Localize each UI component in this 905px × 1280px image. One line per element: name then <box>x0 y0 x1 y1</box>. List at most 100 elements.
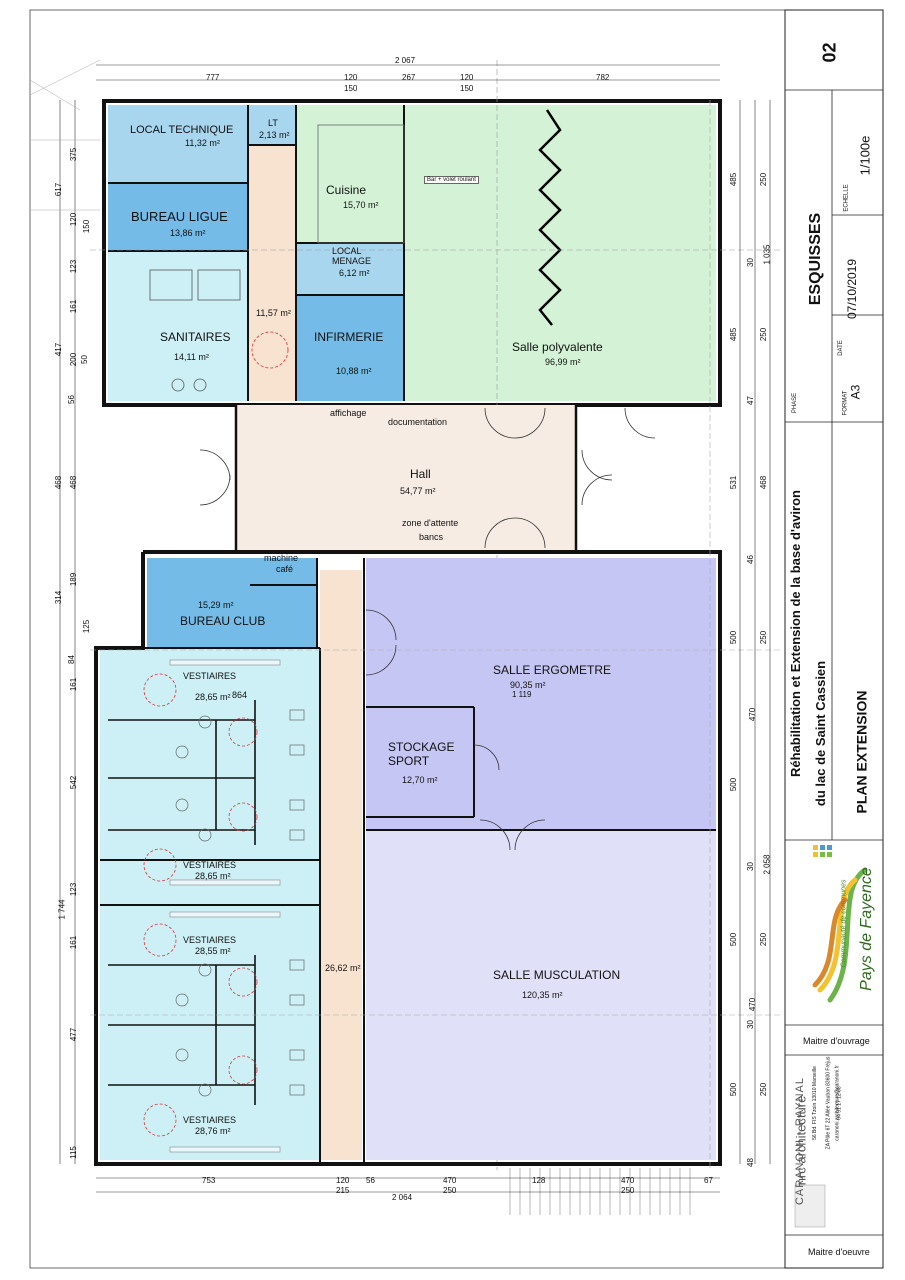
plan-title: PLAN EXTENSION <box>853 690 870 814</box>
local-menage-name2: MENAGE <box>332 256 372 266</box>
architect-addr4: caranoni.architecture@caranoni.fr <box>834 1065 841 1141</box>
dim-left-468b: 468 <box>69 475 79 490</box>
dim-right-30a: 30 <box>745 258 755 267</box>
sanitaires-name: SANITAIRES <box>160 330 231 344</box>
dim-left-161b: 161 <box>69 677 79 692</box>
vestiaires-3-name: VESTIAIRES <box>183 935 237 945</box>
local-menage-area: 6,12 m² <box>339 268 370 278</box>
dim-left-120: 120 <box>69 212 79 227</box>
salle-musculation-name: SALLE MUSCULATION <box>493 968 621 982</box>
dim-left-123b: 123 <box>69 882 79 897</box>
salle-musculation-area: 120,35 m² <box>522 990 563 1000</box>
stockage-sport-name2: SPORT <box>388 754 430 768</box>
dim-left-150: 150 <box>82 219 92 234</box>
local-menage-name: LOCAL <box>332 246 362 256</box>
project-title-line1: Réhabilitation et Extension de la base d… <box>788 490 803 777</box>
dim-right-250b: 250 <box>759 327 769 342</box>
corridor-north-area: 11,57 m² <box>256 308 291 318</box>
dim-left-123a: 123 <box>69 259 79 274</box>
dim-right-470b: 470 <box>748 997 758 1012</box>
zone-attente-label: zone d'attente <box>402 518 459 528</box>
dim-right-250d: 250 <box>759 932 769 947</box>
dim-left-189: 189 <box>69 572 79 587</box>
lt-name: LT <box>268 118 278 128</box>
dim-right-46: 46 <box>745 555 755 564</box>
dim-left-417: 417 <box>54 342 64 357</box>
dim-left-84: 84 <box>66 655 76 664</box>
client-logo-line2: Pays de Fayence <box>857 867 875 991</box>
dim-right-250a: 250 <box>759 172 769 187</box>
affichage-label: affichage <box>330 408 367 418</box>
dim-top-120a: 120 <box>344 73 358 82</box>
architect-addr2: ZA Pôle 6T 22 Allée Vauban 83600 Fréjus <box>825 1056 832 1150</box>
dim-left-125: 125 <box>82 619 92 634</box>
dim-bottom-67: 67 <box>704 1176 713 1185</box>
local-technique-name: LOCAL TECHNIQUE <box>130 124 234 136</box>
phase-value: ESQUISSES <box>807 212 825 306</box>
bureau-club-area: 15,29 m² <box>198 600 234 610</box>
architect-addr1: 56 Bd. FIS Tzoin 13010 Marseille <box>811 1066 818 1140</box>
cafe-label: café <box>276 564 294 574</box>
dim-bottom-215: 215 <box>336 1186 350 1195</box>
scale-label: ECHELLE <box>843 184 850 212</box>
dim-right-470a: 470 <box>748 707 758 722</box>
dim-right-468: 468 <box>759 475 769 490</box>
scale-value: 1/100e <box>857 135 873 176</box>
bancs-label: bancs <box>419 532 444 542</box>
architect-name2: nrc architecture <box>793 1095 809 1186</box>
dim-left-50: 50 <box>79 355 89 364</box>
stockage-sport-name: STOCKAGE <box>388 740 455 754</box>
bureau-ligue-area: 13,86 m² <box>170 228 206 238</box>
dim-right-485b: 485 <box>729 327 739 342</box>
dim-left-115: 115 <box>68 1146 78 1159</box>
dim-top-150b: 150 <box>460 84 474 93</box>
corridor-north <box>248 145 296 401</box>
dim-right-48: 48 <box>745 1158 755 1167</box>
dim-right-500a: 500 <box>729 630 739 645</box>
room-stockage-sport <box>366 707 474 817</box>
dim-internal-864: 864 <box>232 690 248 700</box>
dim-bottom-250a: 250 <box>443 1186 457 1195</box>
room-cuisine <box>296 105 404 243</box>
local-technique-area: 11,32 m² <box>185 138 220 148</box>
room-salle-polyvalente <box>404 105 716 401</box>
room-bureau-club <box>147 558 317 648</box>
dim-left-161c: 161 <box>69 935 79 950</box>
dim-left-617: 617 <box>54 182 64 197</box>
vestiaires-4-name: VESTIAIRES <box>183 1115 237 1125</box>
dim-top-total: 2 067 <box>395 56 416 65</box>
dim-top-782: 782 <box>596 73 610 82</box>
vestiaires-2-area: 28,65 m² <box>195 871 231 881</box>
dim-left-1744: 1 744 <box>57 899 67 920</box>
stockage-sport-area: 12,70 m² <box>402 775 438 785</box>
room-local-technique <box>108 105 248 183</box>
documentation-label: documentation <box>388 417 448 427</box>
room-lt <box>248 105 296 145</box>
room-bureau-ligue <box>108 183 248 251</box>
dim-left-375: 375 <box>69 147 79 162</box>
bar-label: Bar + volet roulant <box>424 176 479 184</box>
sanitaires-area: 14,11 m² <box>174 352 209 362</box>
dim-right-531: 531 <box>729 475 739 490</box>
dim-right-2058: 2 058 <box>762 854 772 875</box>
room-sanitaires <box>108 251 248 401</box>
client-logo-line1: Communauté de communes <box>840 879 848 968</box>
room-hall <box>236 405 576 550</box>
vestiaires-1-name: VESTIAIRES <box>183 671 237 681</box>
dim-bottom-753: 753 <box>202 1176 216 1185</box>
bureau-ligue-name: BUREAU LIGUE <box>131 209 228 224</box>
corridor-south <box>320 570 362 1160</box>
dim-right-250e: 250 <box>759 1082 769 1097</box>
dim-right-500b: 500 <box>729 777 739 792</box>
client-label: Maitre d'ouvrage <box>803 1036 870 1046</box>
dim-bottom-128: 128 <box>532 1176 546 1185</box>
salle-polyvalente-name: Salle polyvalente <box>512 340 603 354</box>
dim-bottom-120: 120 <box>336 1176 350 1185</box>
salle-ergometre-name: SALLE ERGOMETRE <box>493 663 612 677</box>
salle-ergometre-area: 90,35 m² <box>510 680 546 690</box>
vestiaires-3-area: 28,55 m² <box>195 946 231 956</box>
dim-right-485a: 485 <box>729 172 739 187</box>
corridor-south-area: 26,62 m² <box>325 963 361 973</box>
vestiaires-2-name: VESTIAIRES <box>183 860 237 870</box>
